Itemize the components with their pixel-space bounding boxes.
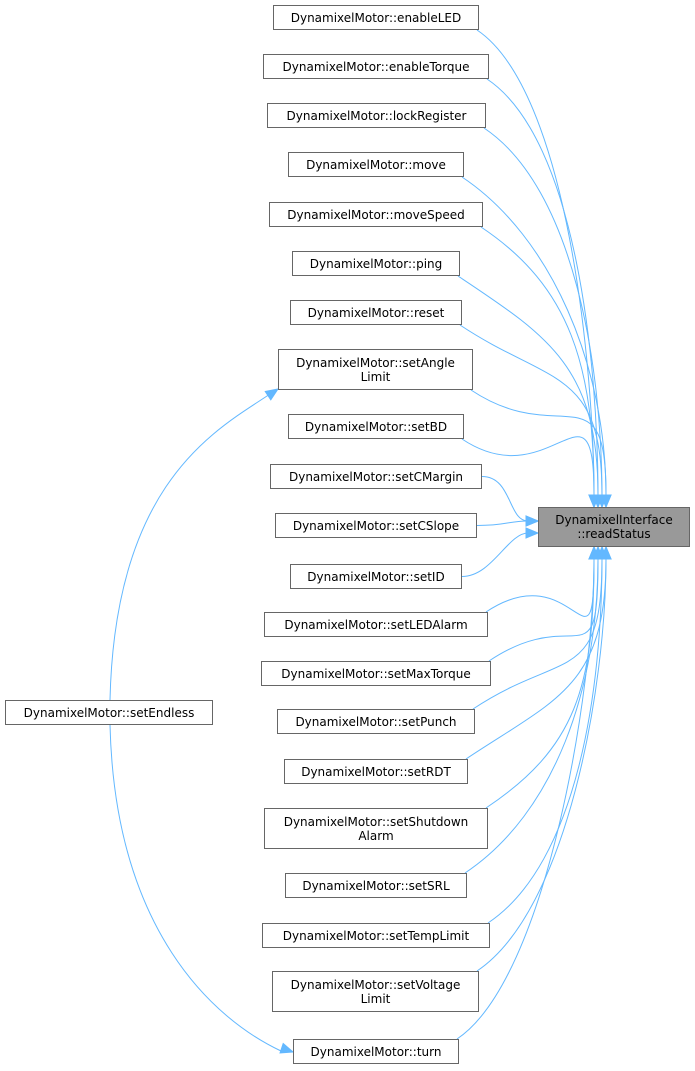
caller-node-reset[interactable]: DynamixelMotor::reset	[290, 300, 462, 325]
edge-arrow-setanglelimit	[600, 494, 612, 509]
caller-node-ping[interactable]: DynamixelMotor::ping	[292, 251, 460, 276]
edge-movespeed	[480, 226, 595, 496]
caller-node-ping-label-line: DynamixelMotor::ping	[309, 256, 443, 271]
caller-node-setcmargin[interactable]: DynamixelMotor::setCMargin	[270, 464, 482, 489]
caller-node-movespeed-label-line: DynamixelMotor::moveSpeed	[287, 207, 465, 222]
caller-node-setrdt-label-line: DynamixelMotor::setRDT	[301, 764, 451, 779]
caller-node-enabletorque[interactable]: DynamixelMotor::enableTorque	[263, 54, 489, 79]
edge-enableled	[476, 29, 595, 496]
edge-setsrl	[464, 558, 599, 874]
edge-setanglelimit	[470, 389, 607, 496]
edge-setbd	[461, 436, 595, 496]
edge-turn	[456, 558, 595, 1040]
caller-node-setendless[interactable]: DynamixelMotor::setEndless	[5, 700, 213, 725]
caller-node-enableled[interactable]: DynamixelMotor::enableLED	[273, 5, 479, 30]
edge-setcslope	[476, 520, 529, 526]
caller-node-setsrl-label-line: DynamixelMotor::setSRL	[302, 878, 450, 893]
edge-setledalarm	[485, 558, 595, 617]
caller-node-movespeed[interactable]: DynamixelMotor::moveSpeed	[269, 202, 483, 227]
caller-node-setid-label-line: DynamixelMotor::setID	[307, 569, 445, 584]
edge-setmaxtorque	[488, 558, 599, 662]
caller-node-setbd-label-line: DynamixelMotor::setBD	[304, 419, 448, 434]
edge-arrow-setcslope	[525, 515, 540, 527]
edge-setid	[461, 532, 529, 577]
caller-node-setanglelimit-label-line: Limit	[360, 369, 391, 384]
edge-enabletorque	[486, 78, 599, 496]
caller-node-enableled-label-line: DynamixelMotor::enableLED	[290, 10, 462, 25]
edge-arrow-turn	[588, 545, 600, 560]
caller-node-setcslope[interactable]: DynamixelMotor::setCSlope	[275, 513, 477, 538]
edge-setendless-setanglelimit	[109, 393, 271, 701]
caller-node-enabletorque-label-line: DynamixelMotor::enableTorque	[282, 59, 470, 74]
caller-node-setbd[interactable]: DynamixelMotor::setBD	[288, 414, 464, 439]
edge-arrow-setid	[525, 527, 540, 539]
edge-setvoltagelimit	[476, 558, 607, 972]
caller-node-lockregister-label-line: DynamixelMotor::lockRegister	[286, 108, 467, 123]
edge-move	[461, 176, 607, 496]
caller-node-turn-label-line: DynamixelMotor::turn	[310, 1044, 442, 1059]
edge-setpunch	[472, 558, 603, 710]
edge-arrow-setendless-turn	[279, 1042, 295, 1054]
caller-node-setpunch[interactable]: DynamixelMotor::setPunch	[277, 709, 475, 734]
edge-setendless-turn	[109, 724, 282, 1052]
caller-node-setledalarm[interactable]: DynamixelMotor::setLEDAlarm	[264, 612, 488, 637]
caller-node-setvoltagelimit-label-line: Limit	[360, 991, 391, 1006]
caller-node-setshutdownalarm-label-line: DynamixelMotor::setShutdown	[283, 814, 469, 829]
caller-node-setvoltagelimit-label-line: DynamixelMotor::setVoltage	[290, 977, 461, 992]
target-node-readstatus-label-line: DynamixelInterface	[555, 513, 673, 527]
caller-node-setmaxtorque[interactable]: DynamixelMotor::setMaxTorque	[261, 661, 491, 686]
caller-node-setcslope-label-line: DynamixelMotor::setCSlope	[292, 518, 460, 533]
caller-node-reset-label-line: DynamixelMotor::reset	[307, 305, 445, 320]
caller-node-setpunch-label-line: DynamixelMotor::setPunch	[295, 714, 457, 729]
caller-node-setledalarm-label-line: DynamixelMotor::setLEDAlarm	[284, 617, 468, 632]
caller-node-setrdt[interactable]: DynamixelMotor::setRDT	[284, 759, 468, 784]
edge-setrdt	[465, 558, 607, 760]
caller-node-setid[interactable]: DynamixelMotor::setID	[290, 564, 462, 589]
caller-node-move-label-line: DynamixelMotor::move	[306, 157, 446, 172]
caller-node-setshutdownalarm-label-line: Alarm	[358, 828, 394, 843]
edge-reset	[459, 324, 603, 496]
caller-node-setcmargin-label-line: DynamixelMotor::setCMargin	[288, 469, 464, 484]
edge-setcmargin	[481, 476, 529, 522]
edge-ping	[457, 275, 599, 496]
target-node-readstatus-label-line: ::readStatus	[577, 527, 651, 541]
target-node-readstatus: DynamixelInterface::readStatus	[538, 507, 690, 547]
caller-node-move[interactable]: DynamixelMotor::move	[288, 152, 464, 177]
caller-node-setanglelimit-label-line: DynamixelMotor::setAngle	[296, 355, 455, 370]
edge-arrow-setbd	[588, 494, 600, 509]
edge-arrow-setendless-setanglelimit	[264, 388, 280, 401]
caller-node-settemplimit[interactable]: DynamixelMotor::setTempLimit	[262, 923, 490, 948]
edge-lockregister	[483, 127, 603, 496]
caller-node-lockregister[interactable]: DynamixelMotor::lockRegister	[267, 103, 486, 128]
edge-settemplimit	[487, 558, 603, 924]
caller-node-settemplimit-label-line: DynamixelMotor::setTempLimit	[282, 928, 470, 943]
caller-node-setsrl[interactable]: DynamixelMotor::setSRL	[285, 873, 467, 898]
edge-arrow-setvoltagelimit	[600, 545, 612, 560]
caller-node-turn[interactable]: DynamixelMotor::turn	[293, 1039, 459, 1064]
caller-node-setendless-label-line: DynamixelMotor::setEndless	[23, 705, 195, 720]
caller-node-setmaxtorque-label-line: DynamixelMotor::setMaxTorque	[281, 666, 471, 681]
